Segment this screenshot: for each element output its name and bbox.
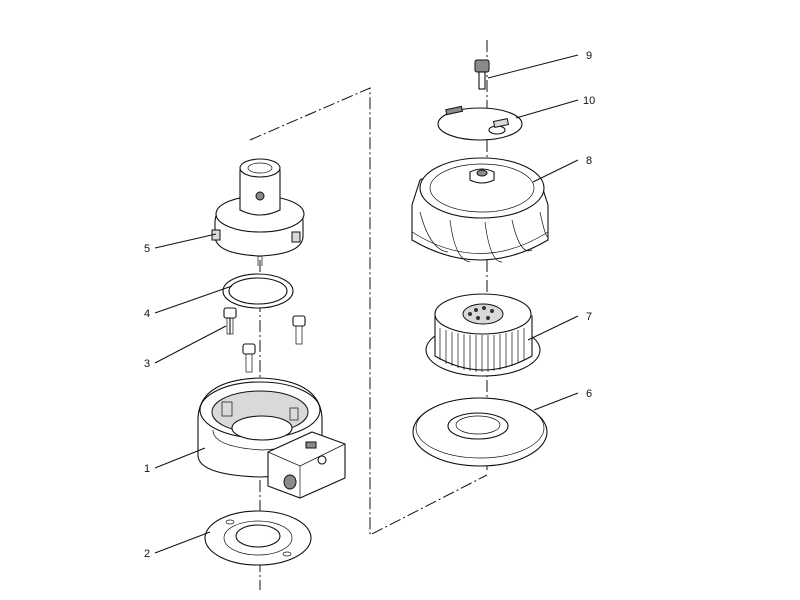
part-5-valve-head (211, 158, 305, 266)
label-8: 8 (586, 155, 592, 167)
part-4-o-ring (222, 273, 294, 309)
label-6: 6 (586, 388, 592, 400)
label-4: 4 (144, 308, 150, 320)
label-2: 2 (144, 548, 150, 560)
label-5: 5 (144, 243, 150, 255)
part-10-disc (437, 105, 523, 141)
part-number-labels: 1 2 3 4 5 6 7 8 9 10 (144, 50, 595, 560)
label-9: 9 (586, 50, 592, 62)
part-6-seal (412, 397, 548, 467)
leader-lines (154, 54, 579, 554)
label-1: 1 (144, 463, 150, 475)
label-10: 10 (583, 95, 595, 107)
part-7-filter (425, 293, 541, 377)
part-9-screw (474, 59, 490, 90)
part-8-cover (411, 157, 549, 263)
label-3: 3 (144, 358, 150, 370)
part-2-flange-plate (204, 510, 312, 566)
part-1-housing (197, 377, 346, 499)
label-7: 7 (586, 311, 592, 323)
part-3-screws (223, 307, 306, 373)
